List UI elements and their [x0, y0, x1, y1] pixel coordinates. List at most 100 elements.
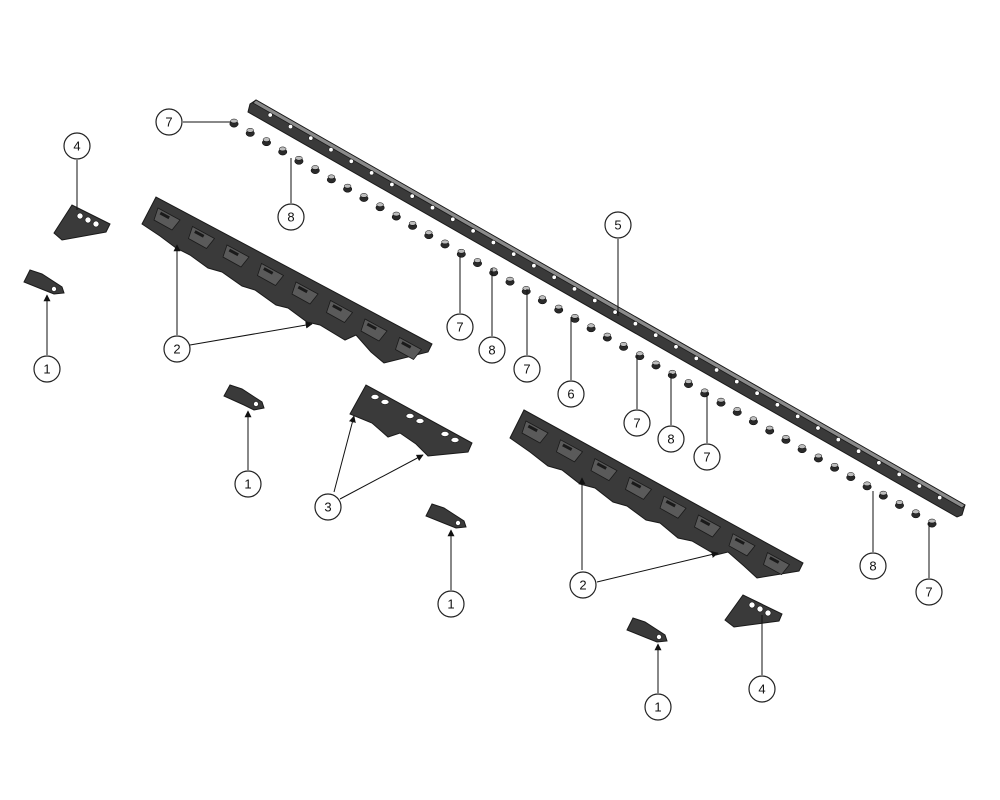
knife-section-strip-upper [141, 196, 433, 364]
bar-hole [429, 205, 435, 211]
callout-7b: 7 [446, 313, 474, 341]
svg-text:1: 1 [447, 597, 454, 612]
bar-hole [612, 309, 618, 315]
tooth-slot [401, 341, 412, 349]
tooth-slot [562, 443, 573, 451]
callout-8a: 8 [277, 203, 305, 231]
svg-text:6: 6 [567, 387, 574, 402]
svg-text:7: 7 [925, 585, 932, 600]
svg-text:4: 4 [758, 682, 765, 697]
callout-4b: 4 [748, 675, 776, 703]
bar-hole [815, 425, 821, 431]
callout-7c: 7 [513, 355, 541, 383]
rivet-head [571, 314, 579, 319]
rivet-head [895, 500, 904, 505]
tooth-slot [366, 322, 377, 331]
tooth-slot [194, 230, 205, 238]
rivet-head [766, 425, 774, 431]
bar-hole [754, 390, 760, 396]
rivet-head [343, 183, 352, 189]
svg-text:7: 7 [456, 320, 463, 335]
bar-hole [937, 495, 943, 501]
rivet-head [912, 509, 920, 514]
clip-1 [23, 269, 65, 295]
bar-hole [511, 251, 517, 257]
svg-text:1: 1 [43, 362, 50, 377]
rivet-head [717, 397, 725, 403]
clip-4 [626, 617, 668, 643]
svg-text:8: 8 [287, 210, 294, 225]
svg-text:4: 4 [73, 139, 80, 154]
end-section-right [724, 594, 783, 628]
tooth-slot [631, 481, 642, 489]
svg-text:7: 7 [703, 450, 710, 465]
rivet-head [668, 369, 676, 375]
rivet-head [538, 295, 547, 300]
svg-text:1: 1 [244, 477, 251, 492]
bar-hole [551, 274, 557, 280]
tooth-slot [700, 518, 711, 527]
rivet-head [928, 518, 936, 524]
knife-section-short [349, 384, 473, 457]
knife-section-strip-lower [509, 409, 804, 579]
callout-2a: 2 [163, 335, 191, 363]
rivet-head [262, 137, 271, 142]
tooth-slot [228, 248, 239, 257]
bar-hole [653, 332, 659, 338]
rivet-head [879, 490, 887, 496]
bar-hole [389, 182, 395, 188]
rivet-head [814, 453, 823, 459]
bar-hole [267, 112, 273, 118]
bar-hole [531, 263, 537, 269]
bar-hole [876, 460, 882, 466]
rivet-head [408, 221, 417, 226]
svg-text:5: 5 [614, 218, 621, 233]
rivet-head [555, 304, 563, 310]
svg-text:2: 2 [173, 342, 180, 357]
rivet-head [652, 360, 660, 366]
callout-2b: 2 [569, 571, 597, 599]
bar-hole [470, 228, 476, 234]
rivet-head [749, 416, 758, 421]
rivet-head [230, 118, 238, 124]
rivet-head [279, 146, 287, 152]
rivet-head [733, 407, 741, 412]
callout-1d: 1 [644, 693, 672, 721]
tooth-slot [263, 267, 274, 275]
rivet-head [798, 444, 806, 449]
rivet-head [473, 258, 482, 263]
rivet-head [392, 211, 400, 217]
bar-hole [856, 448, 862, 454]
bar-hole [571, 286, 577, 292]
rivet-head [522, 286, 530, 291]
callout-3: 3 [314, 493, 342, 521]
bar-hole [592, 297, 598, 303]
callout-8c: 8 [657, 425, 685, 453]
callout-1c: 1 [437, 590, 465, 618]
callout-7f: 7 [915, 578, 943, 606]
bar-hole [774, 402, 780, 408]
bar-hole [632, 321, 638, 327]
clip-3 [425, 503, 467, 529]
tooth-slot [734, 537, 745, 545]
tooth-slot [332, 304, 343, 312]
callout-7a: 7 [155, 108, 183, 136]
bar-hole [714, 367, 720, 373]
bar-hole [348, 158, 354, 164]
callout-6: 6 [557, 380, 585, 408]
svg-text:7: 7 [165, 115, 172, 130]
svg-text:8: 8 [869, 559, 876, 574]
rivet-head [863, 481, 871, 487]
rivet-head [636, 351, 644, 356]
callout-8d: 8 [859, 552, 887, 580]
rivet-head [360, 193, 368, 198]
svg-text:2: 2 [579, 578, 586, 593]
rivet-head [246, 128, 254, 133]
rivet-head [603, 332, 611, 338]
rivet-chain [229, 118, 937, 528]
bar-hole [308, 135, 314, 141]
bar-hole [835, 437, 841, 443]
bar-hole [916, 483, 922, 489]
rivet-head [441, 239, 449, 245]
